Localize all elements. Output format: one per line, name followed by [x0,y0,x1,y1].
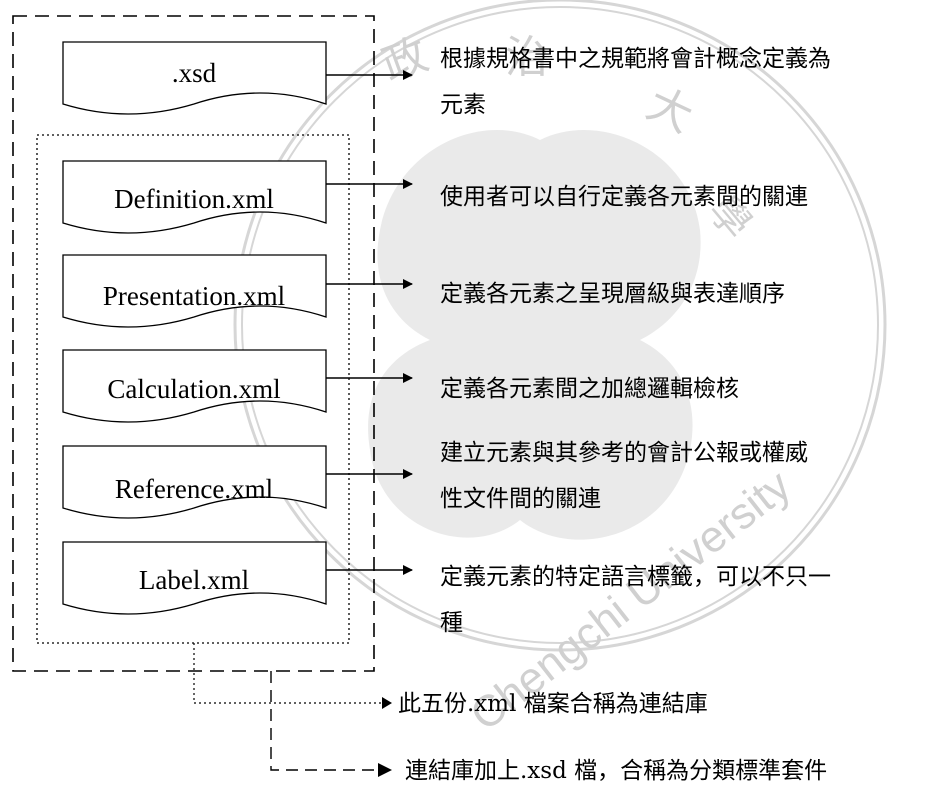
arrow-taxonomy-head [378,763,392,777]
watermark-char-1: 政 [376,29,435,92]
linkbase-note: 此五份.xml 檔案合稱為連結庫 [398,691,708,717]
doc-shape-xsd[interactable]: .xsd [62,41,327,115]
doc-shape-presentation[interactable]: Presentation.xml [62,254,327,328]
doc-shape-reference[interactable]: Reference.xml [62,445,327,519]
desc-reference-line2: 性文件間的關連 [440,486,601,512]
desc-xsd-line2: 元素 [440,92,486,118]
desc-presentation: 定義各元素之呈現層級與表達順序 [440,281,785,307]
watermark-char-2: 治 [505,32,549,83]
doc-label-reference: Reference.xml [115,474,273,504]
doc-label-presentation: Presentation.xml [103,281,285,311]
watermark-seal: 政 治 大 學 Chengchi University [233,0,887,740]
taxonomy-note: 連結庫加上.xsd 檔，合稱為分類標準套件 [405,758,827,784]
linkbase-box [36,134,350,644]
taxonomy-package-box [12,15,375,672]
desc-reference-line1: 建立元素與其參考的會計公報或權威 [440,440,808,466]
doc-label-calculation: Calculation.xml [107,374,280,404]
desc-label-line1: 定義元素的特定語言標籤，可以不只一 [440,564,831,590]
doc-shape-label[interactable]: Label.xml [62,541,327,615]
doc-label-label: Label.xml [139,565,249,595]
doc-shape-definition[interactable]: Definition.xml [62,160,327,234]
desc-xsd-line1: 根據規格書中之規範將會計概念定義為 [440,46,831,72]
arrow-linkbase-head [382,697,392,709]
connector-taxonomy [270,671,374,771]
desc-calculation: 定義各元素間之加總邏輯檢核 [440,376,739,402]
watermark-char-3: 大 [639,78,700,143]
doc-label-xsd: .xsd [172,58,217,88]
desc-definition: 使用者可以自行定義各元素間的關連 [440,184,808,210]
doc-shape-calculation[interactable]: Calculation.xml [62,349,327,423]
connector-linkbase [193,643,382,704]
doc-label-definition: Definition.xml [114,184,274,214]
desc-label-line2: 種 [440,610,463,636]
